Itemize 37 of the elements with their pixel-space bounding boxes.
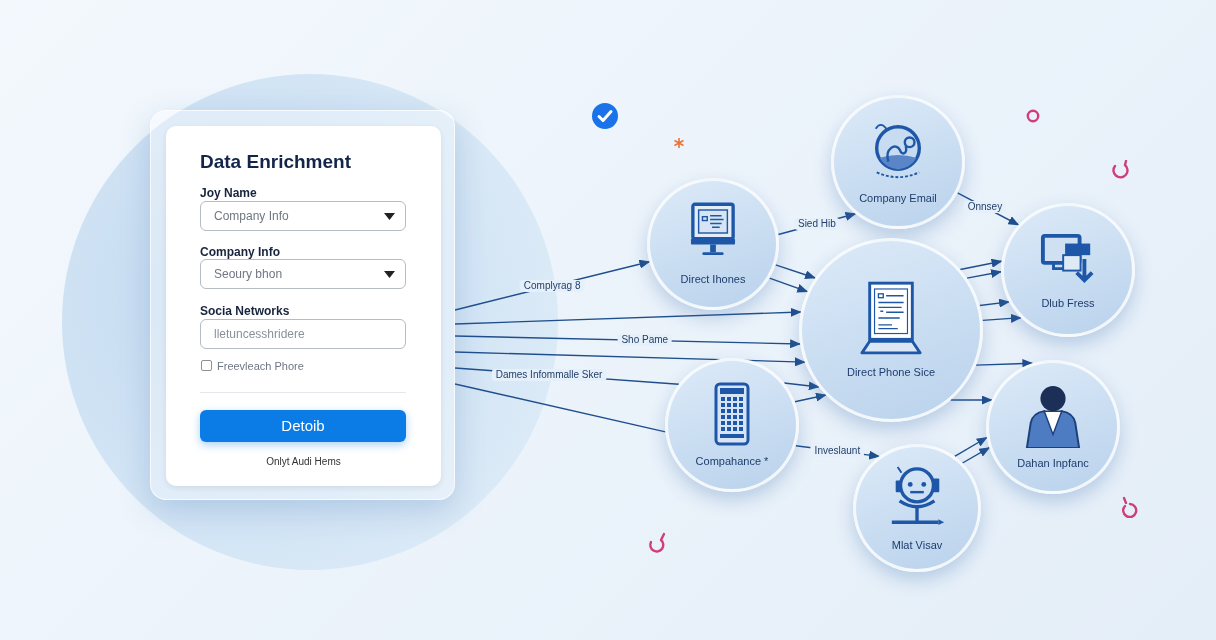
footnote-text: Onlyt Audi Hems — [266, 455, 341, 469]
edge-label: Inveslaunt — [810, 445, 865, 458]
primary-button: Detoib — [200, 410, 406, 442]
node-label: Mlat Visav — [890, 538, 944, 553]
field-label: Company Info — [200, 244, 280, 261]
field-label: Socia Networks — [200, 303, 290, 320]
arrow — [794, 392, 827, 403]
arrow — [954, 436, 988, 457]
connector-line — [454, 383, 667, 433]
node-label: Compahance * — [694, 454, 770, 469]
field-label: Joy Name — [200, 185, 257, 202]
checkbox-label: Freevleach Phore — [217, 359, 304, 374]
dropdown-select: Company Info — [200, 201, 406, 231]
node-label: Company Email — [858, 191, 938, 206]
arrow — [966, 269, 1002, 279]
edge-label: Sho Pame — [617, 334, 673, 347]
arrow — [454, 351, 806, 367]
node-label: Dlub Fress — [1040, 296, 1096, 311]
edge-label: Dames Infommalle Sker — [491, 368, 607, 381]
node-label: Direct Ihones — [679, 272, 747, 287]
edge-label: Onnsey — [963, 201, 1007, 214]
arrow — [783, 381, 820, 391]
node-label: Dahan Inpfanc — [1016, 456, 1090, 471]
arrow — [774, 264, 817, 280]
arrow — [961, 447, 991, 464]
arrow — [979, 298, 1011, 308]
dropdown-select: Seoury bhon — [200, 259, 406, 289]
form-title: Data Enrichment — [200, 150, 351, 174]
arrow — [959, 258, 1003, 271]
text-input: lletuncesshridere — [200, 319, 406, 349]
arrow — [768, 277, 809, 293]
form-panel — [150, 110, 455, 500]
arrow — [975, 359, 1034, 369]
arrow — [950, 395, 993, 405]
arrow — [981, 313, 1022, 323]
edge-label: Sied Hib — [793, 218, 840, 231]
node-label: Direct Phone Sice — [845, 365, 936, 380]
